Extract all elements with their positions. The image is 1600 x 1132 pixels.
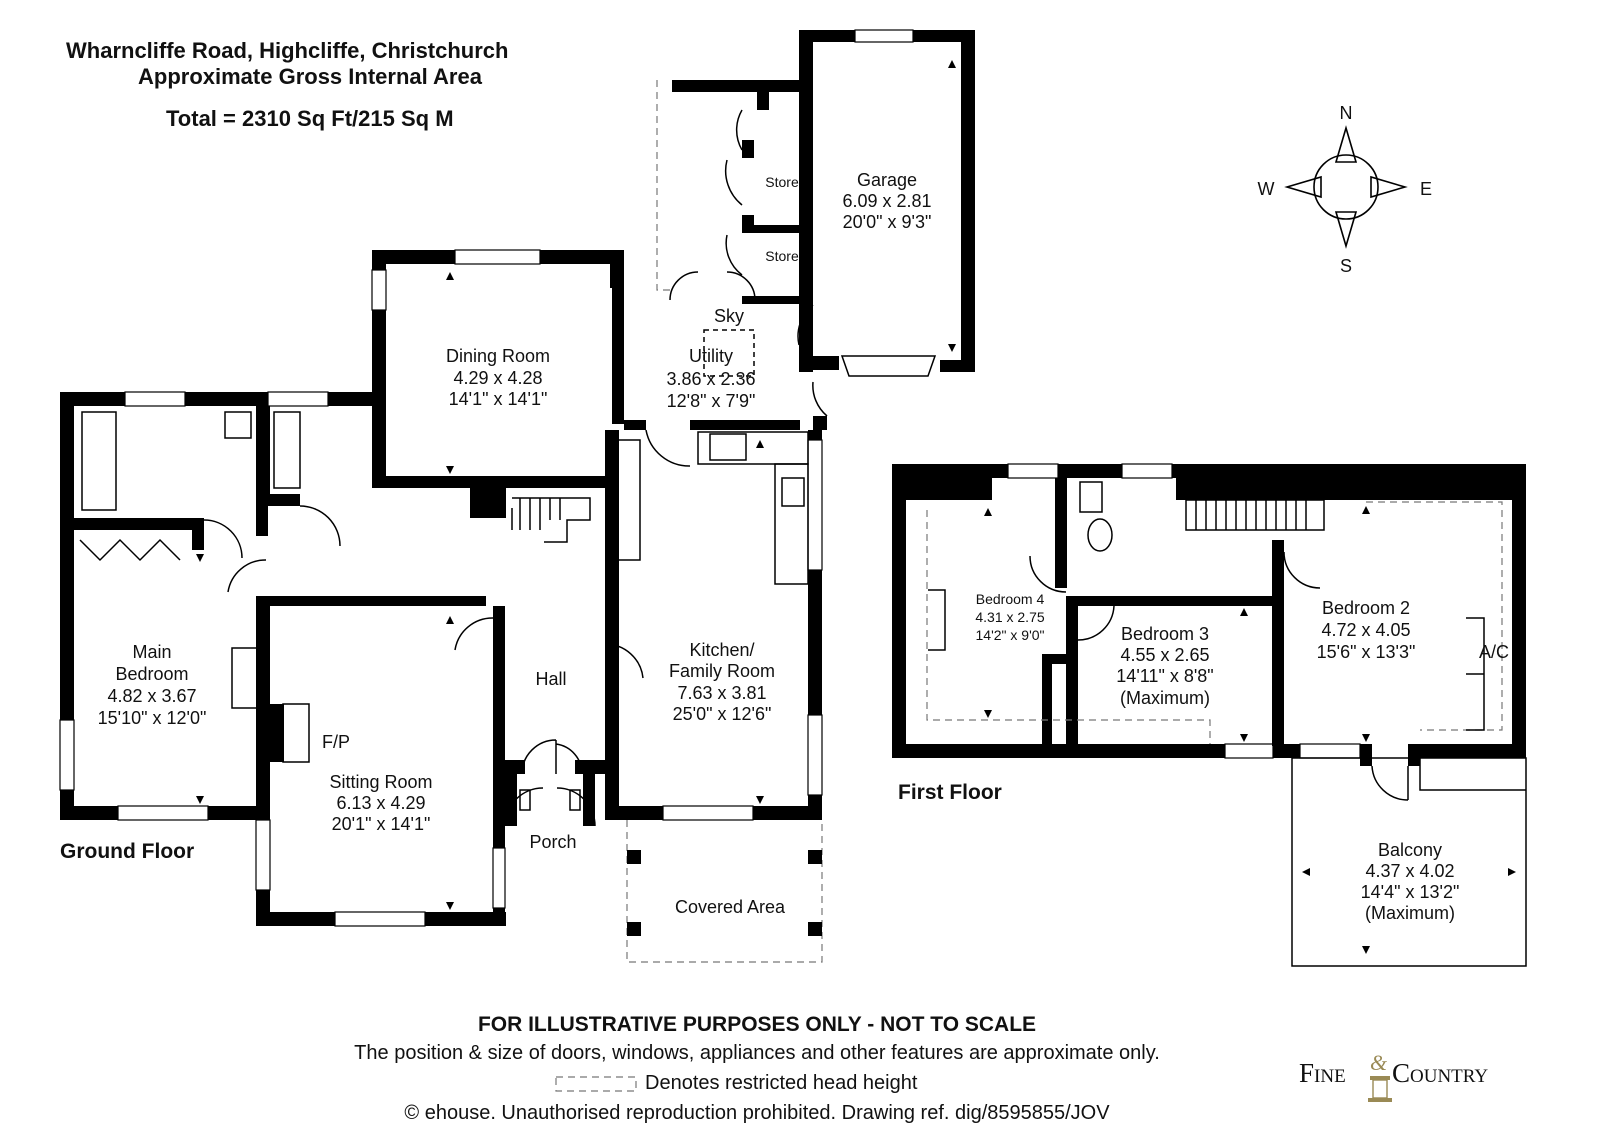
bedroom3-name: Bedroom 3: [1121, 624, 1209, 644]
store-label-1: Store: [765, 174, 799, 190]
main-bedroom-name-1: Main: [132, 642, 171, 662]
ac-label: A/C: [1479, 642, 1509, 662]
restricted-height-swatch: [555, 1076, 637, 1092]
first-floor-walls: [892, 463, 1527, 967]
bedroom3-note: (Maximum): [1120, 688, 1210, 708]
bedroom4-metric: 4.31 x 2.75: [975, 609, 1044, 625]
store-label-2: Store: [765, 248, 799, 264]
copyright-text: © ehouse. Unauthorised reproduction proh…: [404, 1102, 1110, 1124]
compass-west: W: [1258, 179, 1275, 199]
fireplace-label: F/P: [322, 732, 350, 752]
dimension-markers: [196, 60, 1516, 954]
compass-north: N: [1340, 103, 1353, 123]
kitchen-metric: 7.63 x 3.81: [677, 683, 766, 703]
balcony-name: Balcony: [1378, 840, 1442, 860]
garage-name: Garage: [857, 170, 917, 190]
main-bedroom-metric: 4.82 x 3.67: [107, 686, 196, 706]
bedroom4-imperial: 14'2" x 9'0": [976, 627, 1045, 643]
logo-text-left: Fine: [1299, 1058, 1346, 1088]
sitting-metric: 6.13 x 4.29: [336, 793, 425, 813]
area-subtitle: Approximate Gross Internal Area: [138, 64, 483, 89]
kitchen-name-2: Family Room: [669, 661, 775, 681]
utility-metric: 3.86 x 2.36: [666, 369, 755, 389]
bedroom3-metric: 4.55 x 2.65: [1120, 645, 1209, 665]
total-area: Total = 2310 Sq Ft/215 Sq M: [166, 106, 454, 131]
position-note: The position & size of doors, windows, a…: [354, 1042, 1160, 1064]
restricted-legend: Denotes restricted head height: [645, 1072, 918, 1094]
ground-floor-walls: [59, 29, 975, 963]
utility-imperial: 12'8" x 7'9": [667, 391, 756, 411]
logo-ampersand: &: [1370, 1050, 1388, 1075]
first-floor-label: First Floor: [898, 781, 1002, 804]
porch-label: Porch: [529, 832, 576, 852]
dining-imperial: 14'1" x 14'1": [449, 389, 548, 409]
bedroom2-metric: 4.72 x 4.05: [1321, 620, 1410, 640]
kitchen-imperial: 25'0" x 12'6": [673, 704, 772, 724]
logo-text-right: Country: [1392, 1058, 1488, 1088]
address-title: Wharncliffe Road, Highcliffe, Christchur…: [66, 38, 508, 63]
room-labels: Garage 6.09 x 2.81 20'0" x 9'3" Store St…: [98, 170, 1509, 923]
bedroom2-name: Bedroom 2: [1322, 598, 1410, 618]
disclaimer-text: FOR ILLUSTRATIVE PURPOSES ONLY - NOT TO …: [478, 1013, 1036, 1036]
balcony-metric: 4.37 x 4.02: [1365, 861, 1454, 881]
sitting-name: Sitting Room: [329, 772, 432, 792]
kitchen-name-1: Kitchen/: [689, 640, 754, 660]
utility-name: Utility: [689, 346, 733, 366]
sky-label: Sky: [714, 306, 744, 326]
pillar-icon: [1368, 1076, 1392, 1102]
dining-name: Dining Room: [446, 346, 550, 366]
garage-imperial: 20'0" x 9'3": [843, 212, 932, 232]
fine-country-logo: Fine & Country: [1299, 1050, 1488, 1102]
main-bedroom-name-2: Bedroom: [115, 664, 188, 684]
dining-metric: 4.29 x 4.28: [453, 368, 542, 388]
covered-area-label: Covered Area: [675, 897, 786, 917]
bedroom3-imperial: 14'11" x 8'8": [1116, 666, 1213, 686]
garage-metric: 6.09 x 2.81: [842, 191, 931, 211]
compass-icon: N S E W: [1258, 103, 1433, 276]
ground-floor-label: Ground Floor: [60, 840, 194, 863]
hall-label: Hall: [535, 669, 566, 689]
balcony-note: (Maximum): [1365, 903, 1455, 923]
compass-east: E: [1420, 179, 1432, 199]
main-bedroom-imperial: 15'10" x 12'0": [98, 708, 207, 728]
compass-south: S: [1340, 256, 1352, 276]
balcony-imperial: 14'4" x 13'2": [1361, 882, 1460, 902]
sitting-imperial: 20'1" x 14'1": [332, 814, 431, 834]
bedroom4-name: Bedroom 4: [976, 591, 1045, 607]
bedroom2-imperial: 15'6" x 13'3": [1317, 642, 1416, 662]
